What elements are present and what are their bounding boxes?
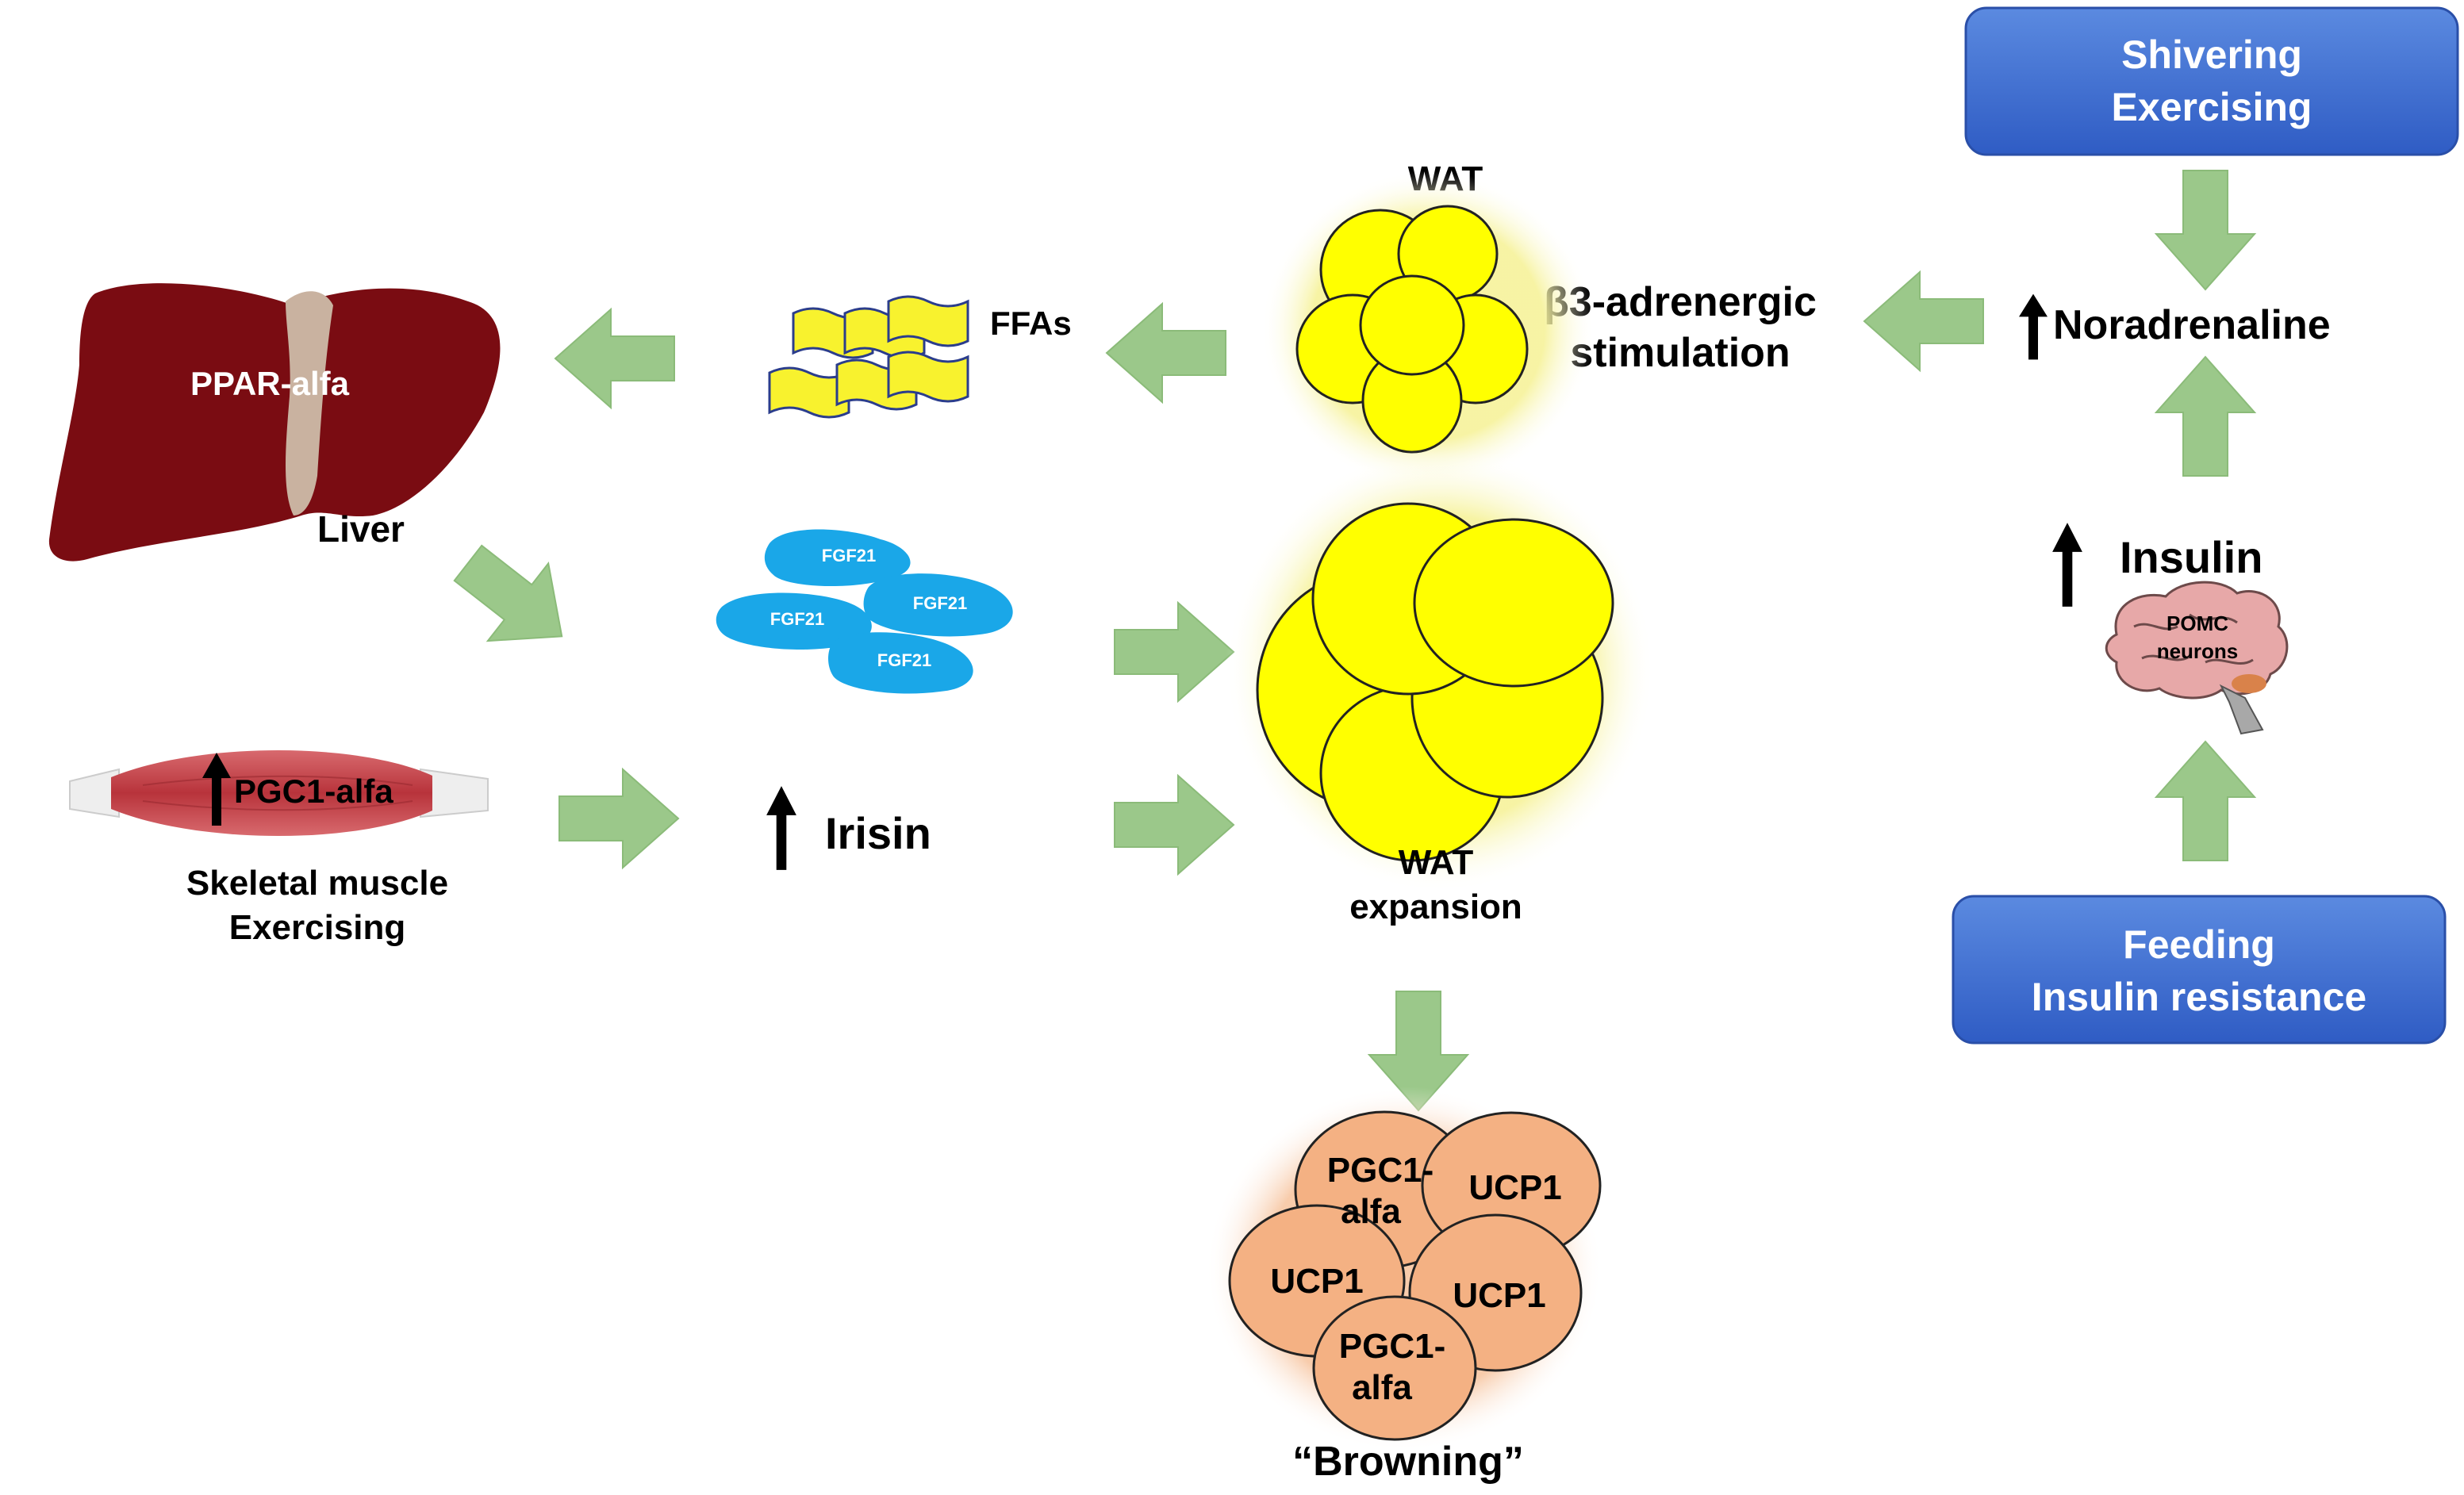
wat-expansion-label-2: expansion [1349,887,1522,926]
brown-ucp1-right: UCP1 [1453,1276,1545,1315]
insulin-label: Insulin [2120,532,2263,582]
browning-cluster: PGC1- alfa UCP1 UCP1 UCP1 PGC1- alfa [1206,1087,1602,1451]
fgf21-label: FGF21 [913,593,967,613]
brown-ucp1-top: UCP1 [1468,1168,1561,1207]
arrow-liver-to-fgf21 [436,523,593,677]
ppar-alfa-label: PPAR-alfa [190,365,350,402]
brown-pgc1-top-line2: alfa [1341,1192,1401,1231]
brain-icon: POMC neurons [2105,581,2289,735]
arrow-muscle-to-irisin [558,769,679,868]
pomc-label: POMC [2167,611,2228,635]
brown-ucp1-left: UCP1 [1270,1262,1363,1301]
up-arrow-icon [2052,523,2082,607]
insulin-resistance-label: Insulin resistance [2032,975,2366,1019]
fgf21-label: FGF21 [877,650,931,670]
up-arrow-icon [766,786,796,870]
pgc1-alfa-muscle-label: PGC1-alfa [234,772,393,810]
up-arrow-icon [2019,293,2048,360]
liver-label: Liver [317,508,405,550]
noradrenaline-label: Noradrenaline [2053,302,2331,348]
shivering-label: Shivering [2121,33,2302,77]
arrow-fgf21-to-wat [1114,602,1234,702]
wat-expansion-label-1: WAT [1399,843,1474,882]
arrow-noradrenaline-to-beta3 [1863,271,1984,371]
wat-small-cluster [1261,171,1595,488]
fgf21-label: FGF21 [770,609,824,629]
arrow-wat-to-ffas [1106,303,1226,403]
neurons-label: neurons [2157,639,2239,663]
feeding-label: Feeding [2123,922,2275,967]
liver-icon: PPAR-alfa [48,283,501,562]
skeletal-muscle-label: Skeletal muscle [186,864,448,903]
feeding-insulin-resistance-box: Feeding Insulin resistance [1952,895,2447,1045]
ffas-icon: FFAs [768,295,1072,419]
brown-pgc1-top-line1: PGC1- [1327,1151,1433,1190]
irisin-label: Irisin [825,808,931,858]
browning-label: “Browning” [1292,1439,1524,1485]
arrow-insulin-to-noradrenaline [2155,356,2255,477]
brown-pgc1-bottom-line2: alfa [1352,1368,1412,1407]
wat-large-cluster [1226,448,1654,892]
arrow-feeding-to-insulin [2155,741,2255,861]
exercising-label: Exercising [2112,85,2312,129]
muscle-icon [69,749,489,837]
arrow-shivering-to-noradrenaline [2155,170,2255,290]
arrow-irisin-to-wat [1114,775,1234,875]
stimulation-label: stimulation [1570,330,1790,376]
brown-pgc1-bottom-line1: PGC1- [1339,1327,1445,1366]
arrow-ffas-to-liver [555,309,675,408]
fgf21-cluster: FGF21 FGF21 FGF21 FGF21 [716,529,1013,694]
fgf21-label: FGF21 [822,546,876,565]
shivering-exercising-box: Shivering Exercising [1964,6,2459,156]
muscle-exercising-label: Exercising [229,908,406,947]
ffas-label: FFAs [990,305,1072,342]
